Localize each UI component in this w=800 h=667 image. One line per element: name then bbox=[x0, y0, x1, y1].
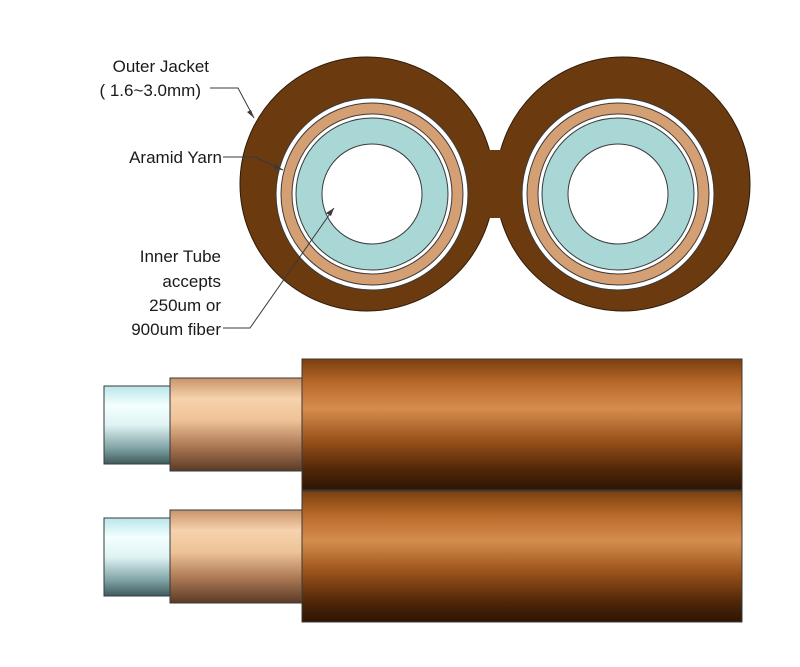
side-outer-jacket-bottom bbox=[301, 490, 743, 623]
side-outer-jacket-top bbox=[301, 358, 743, 491]
leader-line-inner-tube bbox=[223, 207, 335, 329]
label-inner-tube-250um: 250um or bbox=[149, 296, 221, 315]
arrowhead-aramid-yarn bbox=[274, 164, 283, 170]
labels: Outer Jacket ( 1.6~3.0mm) Aramid Yarn In… bbox=[99, 57, 222, 339]
arrowhead-outer-jacket bbox=[247, 110, 254, 118]
side-inner-tube-top bbox=[103, 385, 175, 465]
label-aramid-yarn: Aramid Yarn bbox=[129, 148, 222, 167]
arrowhead-inner-tube bbox=[326, 208, 334, 216]
label-outer-jacket-size: ( 1.6~3.0mm) bbox=[99, 81, 201, 100]
leader-line-outer-jacket bbox=[210, 87, 255, 119]
fiber-unit-right bbox=[521, 97, 715, 291]
side-view bbox=[103, 358, 743, 623]
fiber-unit-left bbox=[275, 97, 469, 291]
leader-lines bbox=[210, 87, 335, 329]
label-outer-jacket: Outer Jacket bbox=[113, 57, 210, 76]
side-aramid-yarn-top bbox=[169, 377, 307, 472]
label-inner-tube: Inner Tube bbox=[140, 247, 221, 266]
side-cable-top bbox=[103, 358, 743, 491]
label-inner-tube-accepts: accepts bbox=[162, 272, 221, 291]
side-inner-tube-bottom bbox=[103, 517, 175, 597]
leader-line-aramid-yarn bbox=[223, 156, 284, 171]
label-inner-tube-900um: 900um fiber bbox=[131, 320, 221, 339]
cross-section bbox=[239, 56, 751, 312]
side-aramid-yarn-bottom bbox=[169, 509, 307, 604]
side-cable-bottom bbox=[103, 490, 743, 623]
